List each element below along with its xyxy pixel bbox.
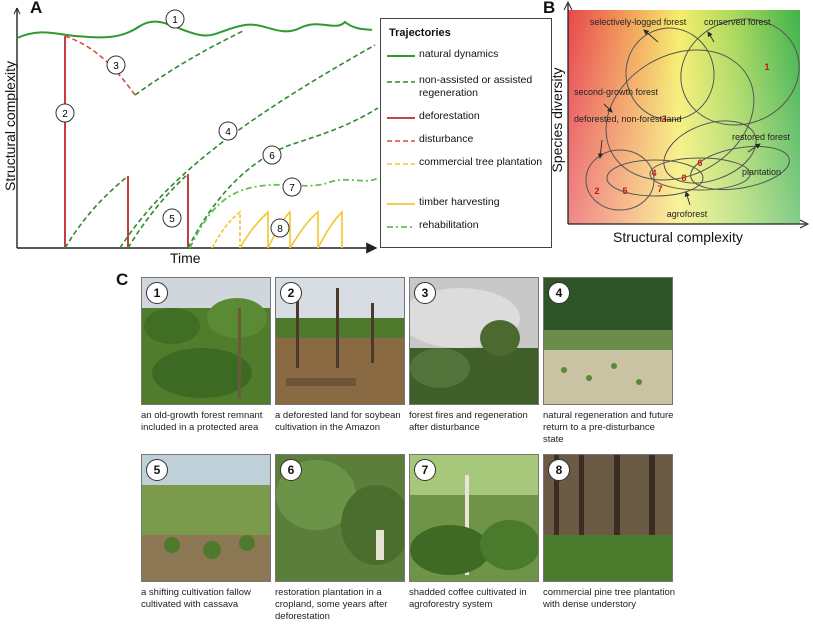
b-label-selectively-logged: selectively-logged forest xyxy=(590,17,687,27)
b-label-conserved: conserved forest xyxy=(704,17,771,27)
photo-1: 1 xyxy=(141,277,271,405)
panel-b-plot: 1 2 3 4 5 6 7 8 selectively-logged fores… xyxy=(560,0,810,230)
marker-5: 5 xyxy=(169,214,175,225)
b-label-second-growth: second-growth forest xyxy=(574,87,659,97)
photo-3-number: 3 xyxy=(414,282,436,304)
regeneration-line-5b xyxy=(128,174,188,248)
photo-2-number: 2 xyxy=(280,282,302,304)
marker-8: 8 xyxy=(277,224,283,235)
photo-2: 2 xyxy=(275,277,405,405)
b-label-deforested: deforested, non-forest land xyxy=(574,114,682,124)
photo-6-number: 6 xyxy=(280,459,302,481)
photo-1-number: 1 xyxy=(146,282,168,304)
photo-8: 8 xyxy=(543,454,673,582)
photo-1-caption: an old-growth forest remnant included in… xyxy=(141,410,273,434)
marker-3: 3 xyxy=(113,61,119,72)
b-num-7: 7 xyxy=(657,184,662,194)
legend-item-regeneration: non-assisted or assisted regeneration xyxy=(381,73,551,91)
panel-b-letter: B xyxy=(543,0,555,18)
marker-1: 1 xyxy=(172,15,178,26)
photo-7-number: 7 xyxy=(414,459,436,481)
photo-5: 5 xyxy=(141,454,271,582)
b-label-plantation: plantation xyxy=(742,167,781,177)
photo-4: 4 xyxy=(543,277,673,405)
trajectory-markers: 1 2 3 4 5 6 7 8 xyxy=(56,10,301,237)
panel-a-plot: 1 2 3 4 5 6 7 8 xyxy=(0,0,380,262)
legend-title: Trajectories xyxy=(389,27,451,39)
b-num-5: 5 xyxy=(622,186,627,196)
panel-a-legend: Trajectories natural dynamics non-assist… xyxy=(380,18,552,248)
natural-dynamics-line xyxy=(17,22,372,38)
photo-6-caption: restoration plantation in a cropland, so… xyxy=(275,587,407,623)
legend-item-rehabilitation: rehabilitation xyxy=(381,218,551,236)
b-label-restored: restored forest xyxy=(732,132,791,142)
b-label-agroforest: agroforest xyxy=(667,209,708,219)
b-num-4: 4 xyxy=(651,168,656,178)
marker-6: 6 xyxy=(269,151,275,162)
photo-3-caption: forest fires and regeneration after dist… xyxy=(409,410,541,434)
photo-7-caption: shadded coffee cultivated in agroforestr… xyxy=(409,587,541,611)
photo-4-number: 4 xyxy=(548,282,570,304)
legend-item-commercial-plantation: commercial tree plantation xyxy=(381,155,551,173)
photo-5-caption: a shifting cultivation fallow cultivated… xyxy=(141,587,273,611)
b-num-8: 8 xyxy=(681,173,686,183)
photo-4-caption: natural regeneration and future return t… xyxy=(543,410,675,446)
photo-3: 3 xyxy=(409,277,539,405)
legend-item-timber-harvesting: timber harvesting xyxy=(381,195,551,213)
photo-5-number: 5 xyxy=(146,459,168,481)
regeneration-line-5 xyxy=(65,176,128,248)
legend-item-natural-dynamics: natural dynamics xyxy=(381,47,551,65)
regeneration-line-3 xyxy=(135,30,245,95)
photo-2-caption: a deforested land for soybean cultivatio… xyxy=(275,410,407,434)
panel-b-xlabel: Structural complexity xyxy=(613,229,743,245)
photo-7: 7 xyxy=(409,454,539,582)
b-num-6: 6 xyxy=(697,158,702,168)
marker-7: 7 xyxy=(289,183,295,194)
marker-4: 4 xyxy=(225,127,231,138)
legend-item-disturbance: disturbance xyxy=(381,132,551,150)
b-num-1: 1 xyxy=(764,62,769,72)
marker-2: 2 xyxy=(62,109,68,120)
photo-8-number: 8 xyxy=(548,459,570,481)
panel-c-letter: C xyxy=(116,270,128,290)
photo-6: 6 xyxy=(275,454,405,582)
legend-item-deforestation: deforestation xyxy=(381,109,551,127)
photo-8-caption: commercial pine tree plantation with den… xyxy=(543,587,675,611)
b-num-2: 2 xyxy=(594,186,599,196)
